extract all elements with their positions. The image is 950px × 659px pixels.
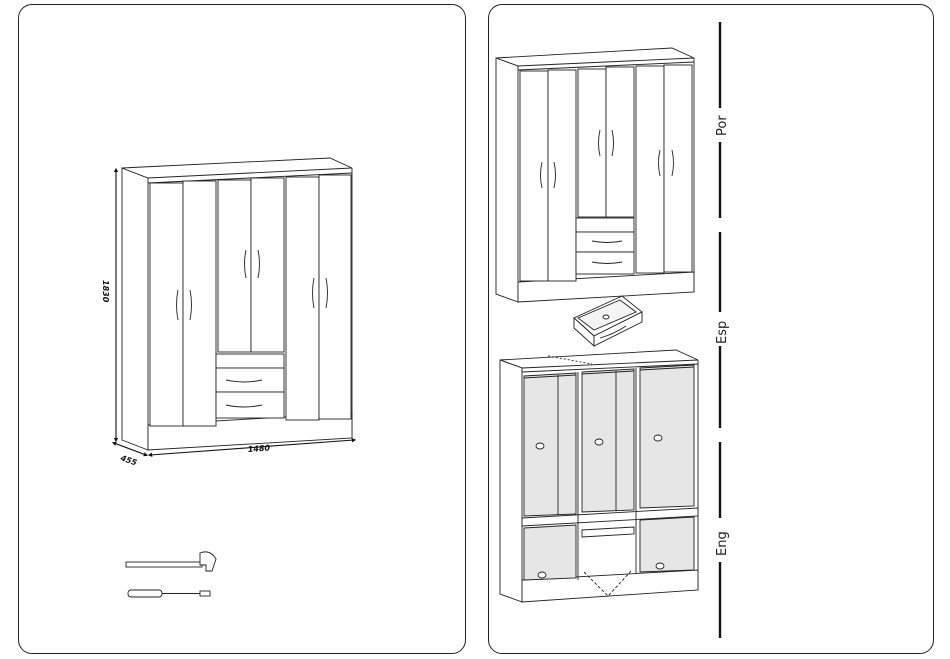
screwdriver-icon [128, 590, 210, 597]
wardrobe-dimension-view [122, 158, 352, 450]
height-dimension-label: 1830 [101, 280, 110, 303]
depth-dimension-label: 455 [118, 453, 138, 468]
width-dimension-label: 1480 [248, 443, 271, 454]
language-label-por: Por [715, 115, 730, 136]
language-label-esp: Esp [715, 321, 730, 344]
wardrobe-interior-view [500, 350, 698, 602]
hammer-icon [126, 552, 216, 571]
language-label-eng: Eng [715, 531, 730, 556]
wardrobe-front-view [496, 48, 694, 302]
drawer-detail [574, 296, 642, 346]
